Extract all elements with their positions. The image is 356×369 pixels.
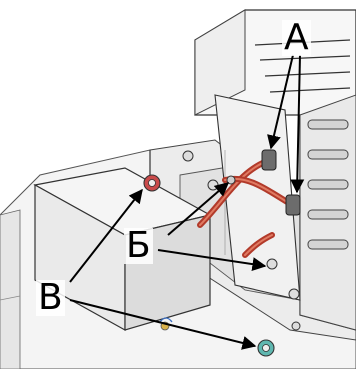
callout-label-v: В [36,277,65,318]
cable-glands [261,149,301,216]
vertical-chassis [194,9,356,331]
terminal-box [33,167,212,332]
arrows-a [267,54,305,194]
arrows-b [157,182,267,272]
ground-bolts [143,174,275,357]
arrows-v [69,188,257,350]
callout-label-b: Б [124,225,153,266]
callout-label-a: А [282,17,311,58]
screws [182,150,301,331]
